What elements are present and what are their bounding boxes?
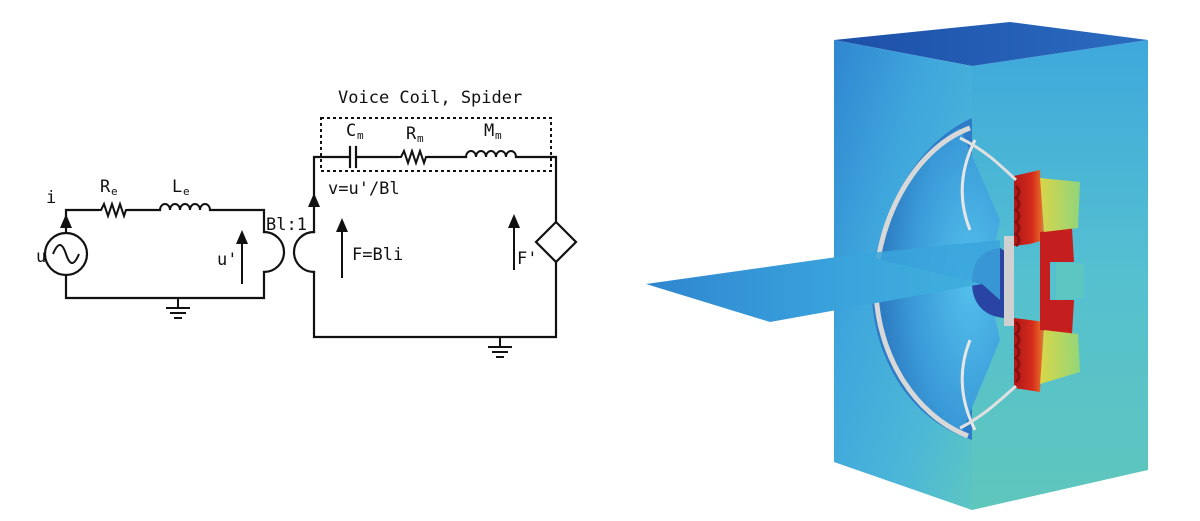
voice-coil-former: [1004, 236, 1014, 326]
force-arrow-f-prime: [508, 214, 520, 270]
resistance-rm-label: R: [406, 124, 417, 144]
wire-top-right: [208, 208, 266, 234]
loudspeaker-3d-model: [646, 22, 1148, 510]
voltage-arrow-u-prime: [236, 230, 248, 284]
voice-coil-spider-group-box: [320, 117, 552, 172]
resistor-re-subscript: e: [111, 185, 118, 198]
wire-right-down: [514, 155, 558, 224]
wire-bottom: [64, 270, 266, 300]
voice-coil-spider-label: Voice Coil, Spider: [338, 88, 522, 108]
magnet-yellow-top: [1040, 178, 1080, 232]
electrical-circuit: u i R e L e u': [36, 177, 286, 319]
current-label: i: [46, 188, 56, 208]
wire-top-left: [64, 208, 100, 234]
resistance-rm-subscript: m: [417, 132, 424, 145]
compliance-cm-subscript: m: [357, 129, 364, 142]
capacitor-cm: [348, 145, 358, 169]
dependent-force-source: [534, 220, 578, 264]
voltage-u-prime-label: u': [217, 250, 237, 270]
magnet-top-plate: [1014, 170, 1044, 246]
ground-symbol-left: [166, 298, 190, 319]
transformer-primary: [262, 230, 286, 274]
source-label: u: [36, 247, 46, 267]
mechanical-circuit: Voice Coil, Spider C m R m M m v=u'/Bl F…: [292, 88, 578, 358]
mass-mm-label: M: [484, 121, 494, 141]
basket-strut-bottom: [959, 384, 1017, 430]
current-arrow: [60, 214, 72, 228]
magnet-cutaway-slot: [1056, 262, 1084, 300]
wire-left-down: [312, 260, 558, 339]
field-cut-plane-overlap: [858, 240, 1000, 300]
spider-bottom: [1013, 320, 1021, 384]
velocity-arrow: [308, 193, 320, 207]
velocity-label: v=u'/Bl: [328, 179, 400, 199]
ac-voltage-source: [43, 231, 89, 277]
force-arrow-bli: [336, 218, 348, 278]
magnet-yellow-bottom: [1040, 330, 1080, 384]
dependent-force-label: F': [517, 249, 537, 269]
basket-strut-top: [959, 136, 1018, 182]
spider-top: [1013, 184, 1021, 248]
magnet-pole-piece: [1040, 228, 1074, 334]
field-cut-plane: [646, 254, 982, 322]
inductor-le: [159, 203, 211, 211]
inductor-mm: [465, 150, 517, 158]
resistor-re-label: R: [100, 177, 111, 197]
resistor-re: [98, 200, 128, 220]
magnet-bottom-plate: [1014, 318, 1044, 392]
transformer-secondary: [292, 230, 316, 274]
inductor-le-subscript: e: [183, 185, 190, 198]
force-bli-label: F=Bli: [352, 245, 403, 265]
resistor-rm: [398, 147, 428, 167]
transformer-ratio-label: Bl:1: [266, 215, 307, 235]
enclosure-top-face: [834, 22, 1148, 66]
ground-symbol-right: [488, 337, 512, 358]
inductor-le-label: L: [172, 177, 182, 197]
compliance-cm-label: C: [346, 121, 356, 141]
mass-mm-subscript: m: [495, 129, 502, 142]
